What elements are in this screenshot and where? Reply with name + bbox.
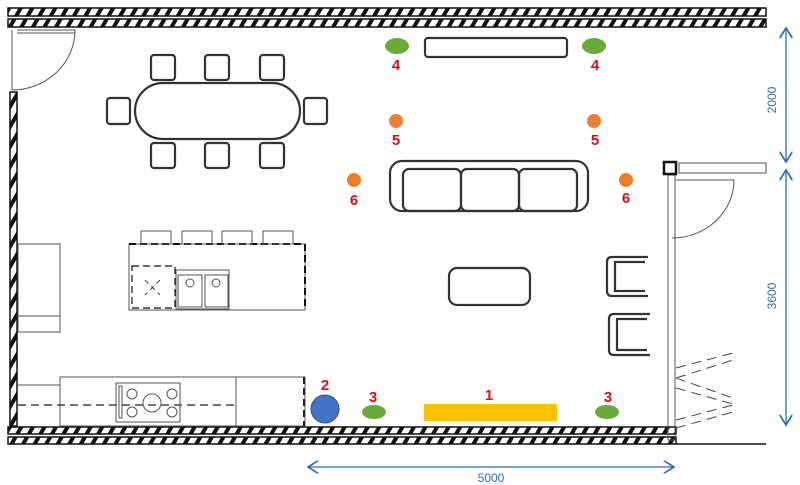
sofa [388,159,590,213]
subwoofer-marker [310,394,340,424]
entry-door [11,29,76,91]
armchairs [605,255,650,357]
kitchen-counter [18,376,306,427]
dimension-lines: 2000 3600 5000 [308,28,786,485]
tv-marker [424,404,557,421]
label-tv: 1 [485,387,493,404]
dimension-5000: 5000 [478,471,505,485]
kitchen-island [128,230,306,311]
speaker-markers [310,38,633,424]
side-back-right-speaker [619,173,633,187]
top-wall [7,7,767,28]
label-side-back-right: 6 [622,190,630,207]
marker-labels: 1 2 3 3 4 4 5 5 6 6 [321,57,630,406]
dimension-3600: 3600 [765,282,779,309]
front-left-speaker [362,405,386,419]
side-back-left-speaker [347,173,361,187]
dining-chairs [105,53,329,170]
front-right-speaker [595,405,619,419]
side-right-speaker [587,114,601,128]
dimension-2000: 2000 [765,86,779,113]
label-rear-left: 4 [392,57,401,74]
label-front-right: 3 [604,389,612,406]
label-front-left: 3 [369,389,377,406]
rear-right-speaker [582,38,606,54]
right-glazing [662,160,767,441]
rear-left-speaker [385,38,409,54]
label-side-back-left: 6 [350,192,358,209]
dining-table [133,81,302,141]
left-wall [9,91,18,427]
label-side-left: 5 [392,132,400,149]
kitchen-tall-cabinet [17,243,61,333]
bottom-wall [7,426,766,445]
label-rear-right: 4 [591,57,600,74]
label-side-right: 5 [591,132,599,149]
coffee-table [447,266,532,307]
side-left-speaker [389,114,403,128]
label-subwoofer: 2 [321,377,329,394]
media-console [423,36,569,59]
